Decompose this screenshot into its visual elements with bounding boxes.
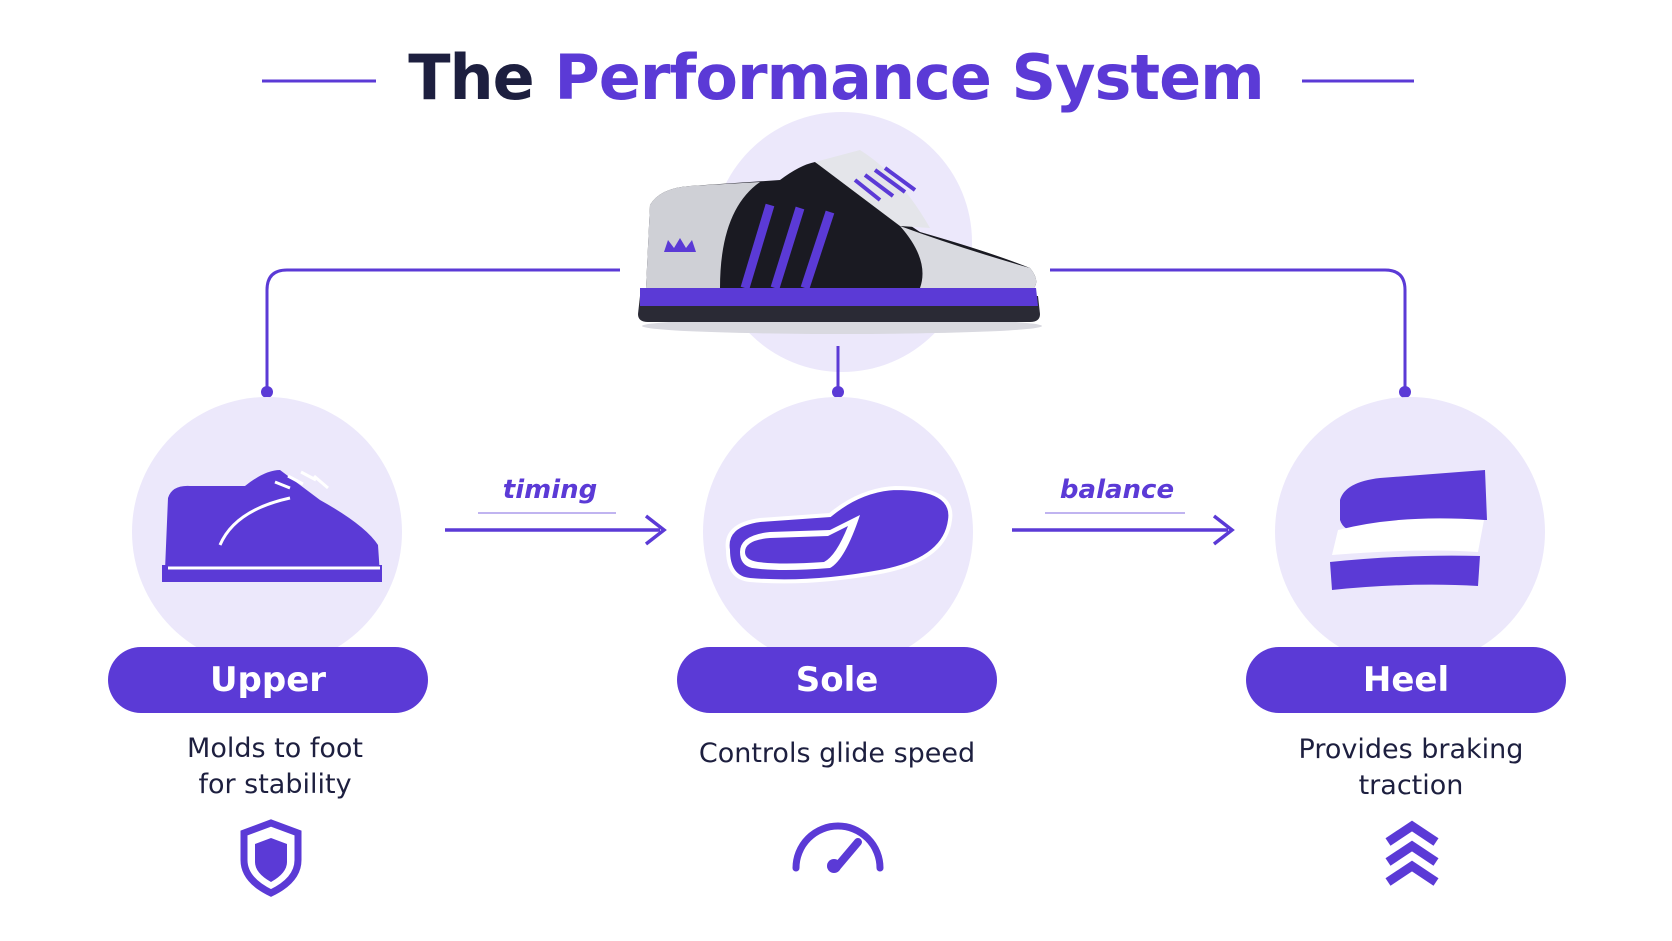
heel-description: Provides braking traction (1231, 732, 1591, 804)
heel-description-line-2: traction (1358, 770, 1464, 801)
chevrons-up-icon (1385, 820, 1439, 886)
upper-description-line-1: Molds to foot (187, 733, 363, 764)
shield-icon (240, 819, 302, 897)
bowling-shoe-image (638, 150, 1042, 334)
upper-label: Upper (108, 647, 428, 713)
flow-label-balance: balance (1059, 475, 1175, 505)
heel-icon (1330, 470, 1487, 590)
connector-heel (1050, 268, 1407, 392)
connector-dot-sole (832, 386, 844, 398)
connector-dot-heel (1399, 386, 1411, 398)
flow-arrow-timing (445, 512, 667, 546)
heel-description-line-1: Provides braking (1298, 734, 1524, 765)
sole-description: Controls glide speed (657, 736, 1017, 772)
heel-label: Heel (1246, 647, 1566, 713)
page-title: The Performance System (0, 38, 1672, 118)
title-part-1: The (408, 41, 534, 114)
flow-arrow-balance (1012, 512, 1235, 546)
sole-icon (725, 485, 953, 584)
upper-description: Molds to foot for stability (95, 731, 455, 803)
flow-label-timing: timing (502, 475, 598, 505)
connector-dot-upper (261, 386, 273, 398)
sole-description-line-1: Controls glide speed (698, 738, 976, 769)
upper-description-line-2: for stability (198, 769, 352, 800)
upper-shoe-icon (162, 470, 382, 582)
sole-label: Sole (677, 647, 997, 713)
connector-upper (265, 268, 620, 392)
speedometer-icon (792, 822, 884, 873)
title-part-2: Performance System (554, 41, 1264, 114)
